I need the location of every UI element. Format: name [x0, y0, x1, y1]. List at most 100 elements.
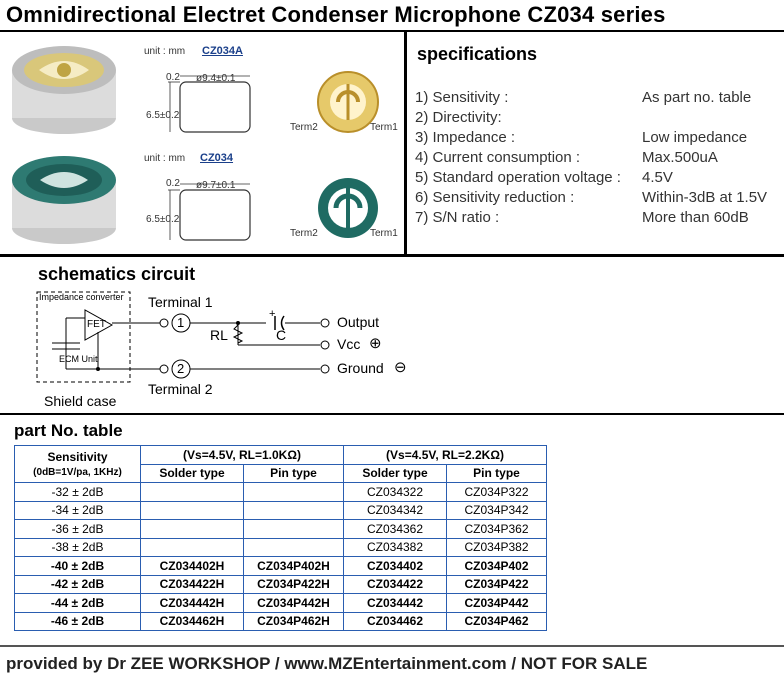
dimension-drawing-2 [168, 183, 251, 241]
pin-2k-cell: CZ034P342 [446, 500, 547, 520]
terminal-1-number: 1 [177, 315, 185, 330]
term1-label-2: Term1 [370, 228, 398, 239]
term2-label-2: Term2 [290, 228, 318, 239]
unit-label-1: unit : mm [144, 46, 186, 57]
solder-2k-cell: CZ034422 [343, 574, 447, 594]
solder-1k-cell [140, 537, 244, 557]
spec-label-2: 2) Directivity: [415, 109, 502, 126]
sensitivity-cell: -32 ± 2dB [14, 482, 141, 502]
solder-1k-cell [140, 519, 244, 539]
footer-divider [0, 645, 784, 647]
vcc-plus-icon: ⊕ [369, 335, 382, 352]
mic-photo-cz034 [12, 156, 116, 244]
capacitor-label: C [276, 327, 287, 343]
sens-subheader-text: (0dB=1V/pa, 1KHz) [33, 467, 122, 478]
specifications-title: specifications [417, 44, 538, 64]
rl-label: RL [210, 327, 228, 343]
pin-2k-cell: CZ034P362 [446, 519, 547, 539]
dim-height-2: 6.5±0.2 [146, 214, 180, 225]
output-label: Output [337, 314, 380, 330]
ground-label: Ground [337, 360, 384, 376]
pin-2k-cell: CZ034P462 [446, 611, 547, 631]
footer-credit: provided by Dr ZEE WORKSHOP / www.MZEnte… [6, 654, 648, 673]
section-divider-1 [0, 254, 784, 257]
ground-minus-icon: ⊖ [394, 359, 407, 376]
solder-2k-cell: CZ034342 [343, 500, 447, 520]
terminal-view-1 [317, 71, 379, 133]
spec-label-7: 7) S/N ratio : [415, 209, 500, 226]
schematic-title: schematics circuit [38, 264, 196, 284]
solder-2k-cell: CZ034322 [343, 482, 447, 502]
solder-2k-cell: CZ034442 [343, 593, 447, 613]
pin-2k-cell: CZ034P442 [446, 593, 547, 613]
spec-value-3: Low impedance [642, 129, 748, 146]
model-label-cz034a: CZ034A [202, 45, 243, 57]
spec-label-4: 4) Current consumption : [415, 149, 581, 166]
group1-header: (Vs=4.5V, RL=1.0KΩ) [140, 445, 344, 465]
mic-photo-cz034a [12, 46, 116, 134]
terminal-view-2 [318, 178, 378, 238]
pin-1k-cell [243, 519, 344, 539]
sensitivity-cell: -36 ± 2dB [14, 519, 141, 539]
spec-label-3: 3) Impedance : [415, 129, 516, 146]
pin-1k-cell: CZ034P462H [243, 611, 344, 631]
pin-header-2: Pin type [446, 463, 547, 483]
solder-header-2: Solder type [343, 463, 447, 483]
term1-label-1: Term1 [370, 122, 398, 133]
terminal-2-number: 2 [177, 361, 185, 376]
group2-header: (Vs=4.5V, RL=2.2KΩ) [343, 445, 547, 465]
sens-header-text: Sensitivity [47, 450, 108, 464]
fet-label: FET [87, 319, 106, 330]
sens-header: Sensitivity (0dB=1V/pa, 1KHz) [14, 445, 141, 483]
sensitivity-cell: -38 ± 2dB [14, 537, 141, 557]
solder-1k-cell [140, 500, 244, 520]
dim-diameter-1: ø9.4±0.1 [196, 73, 236, 84]
spec-value-5: 4.5V [642, 169, 673, 186]
pin-header-1: Pin type [243, 463, 344, 483]
solder-1k-cell: CZ034422H [140, 574, 244, 594]
spec-value-7: More than 60dB [642, 209, 749, 226]
sensitivity-cell: -34 ± 2dB [14, 500, 141, 520]
pin-2k-cell: CZ034P322 [446, 482, 547, 502]
ecm-unit-label: ECM Unit [59, 354, 98, 364]
dim-top-1: 0.2 [166, 72, 180, 83]
term2-label-1: Term2 [290, 122, 318, 133]
impedance-converter-label: Impedance converter [39, 292, 124, 302]
shield-case-label: Shield case [44, 393, 117, 409]
pin-1k-cell: CZ034P422H [243, 574, 344, 594]
pin-1k-cell [243, 482, 344, 502]
dimension-drawing-1 [168, 75, 251, 133]
spec-label-1: 1) Sensitivity : [415, 89, 509, 106]
model-label-cz034: CZ034 [200, 152, 234, 164]
dim-diameter-2: ø9.7±0.1 [196, 180, 236, 191]
capacitor-plus: + [269, 308, 276, 320]
solder-2k-cell: CZ034462 [343, 611, 447, 631]
sensitivity-cell: -40 ± 2dB [14, 556, 141, 576]
solder-2k-cell: CZ034362 [343, 519, 447, 539]
solder-header-1: Solder type [140, 463, 244, 483]
pin-2k-cell: CZ034P402 [446, 556, 547, 576]
schematic-diagram [36, 291, 330, 383]
solder-2k-cell: CZ034402 [343, 556, 447, 576]
vcc-label: Vcc [337, 336, 361, 352]
parts-title: part No. table [14, 421, 123, 440]
sensitivity-cell: -42 ± 2dB [14, 574, 141, 594]
solder-1k-cell: CZ034442H [140, 593, 244, 613]
page-title: Omnidirectional Electret Condenser Micro… [6, 2, 666, 27]
solder-1k-cell [140, 482, 244, 502]
drawings-panel: unit : mm CZ034A 0.2 ø9.4±0.1 6.5±0.2 Te… [0, 32, 405, 254]
solder-1k-cell: CZ034402H [140, 556, 244, 576]
pin-2k-cell: CZ034P422 [446, 574, 547, 594]
sensitivity-cell: -44 ± 2dB [14, 593, 141, 613]
pin-1k-cell [243, 537, 344, 557]
solder-2k-cell: CZ034382 [343, 537, 447, 557]
spec-label-6: 6) Sensitivity reduction : [415, 189, 575, 206]
pin-1k-cell [243, 500, 344, 520]
